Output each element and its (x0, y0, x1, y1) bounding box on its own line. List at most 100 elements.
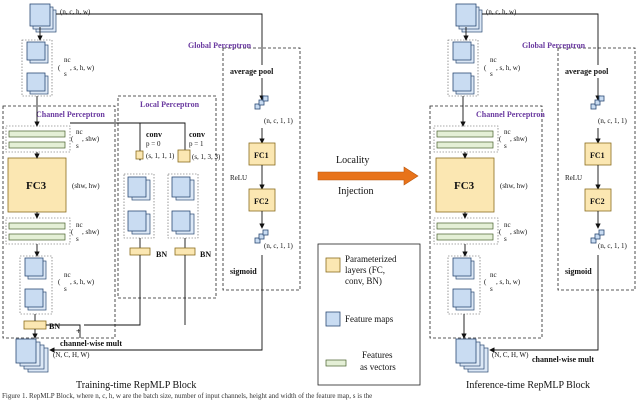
local-perceptron-title: Local Perceptron (140, 100, 200, 109)
training-block: (n, c, h, w) nc s ( , s, h, w) Channel P… (2, 3, 301, 391)
channel-perceptron-box-right (429, 105, 543, 339)
ch-shape1-rest: , shw) (82, 135, 100, 143)
conv-a-kernel-shape: (s, 1, 1, 1) (146, 152, 175, 160)
figure-caption: Figure 1. RepMLP Block, where n, c, h, w… (2, 392, 372, 400)
arrow-line1: Locality (336, 155, 369, 166)
conv-b-padding: p = 1 (189, 140, 204, 148)
reshape1-den-right: s (490, 70, 493, 78)
reshape2-stacks-right (447, 255, 481, 315)
legend-param-1: Parameterized (345, 254, 397, 264)
sigmoid-label-left: sigmoid (230, 267, 257, 276)
reshape1-open-right: ( (484, 64, 487, 72)
ch-shape1-den-right: s (504, 142, 507, 150)
conv-a-label: conv (146, 130, 162, 139)
vectors-bottom-right (433, 217, 499, 245)
fc3-label-right: FC3 (454, 180, 475, 192)
reshape2-open-right: ( (484, 278, 487, 286)
reshape2-stacks (19, 255, 53, 315)
reshape1-rest-right: , s, h, w) (496, 64, 521, 72)
fc3-label: FC3 (26, 180, 47, 192)
training-caption: Training-time RepMLP Block (76, 380, 196, 391)
bn-b-block (174, 247, 196, 256)
input-shape-label-right: (n, c, h, w) (486, 8, 517, 16)
input-feature-stack-right (455, 3, 483, 33)
channel-perceptron-title: Channel Perceptron (36, 110, 105, 119)
conv-b-kernel-shape: (s, 1, 3, 3) (192, 153, 221, 161)
input-feature-stack (29, 3, 57, 33)
ch-shape1-den: s (76, 142, 79, 150)
input-shape-label: (n, c, h, w) (60, 8, 91, 16)
arrow-line2: Injection (338, 186, 374, 197)
fc3-shape-right: (shw, hw) (500, 182, 528, 190)
ch-shape1-num-right: nc (504, 128, 511, 136)
ch-shape2-rest: , shw) (82, 228, 100, 236)
gp-shape2-left: (n, c, 1, 1) (264, 242, 293, 250)
ch-shape2-den: s (76, 235, 79, 243)
bn-label: BN (49, 322, 60, 331)
avgpool-label-right: average pool (565, 67, 609, 76)
fc2-label-left: FC2 (254, 197, 269, 206)
inference-caption: Inference-time RepMLP Block (466, 380, 590, 391)
legend-param-swatch (325, 257, 341, 273)
weight-vector-right (590, 229, 605, 244)
reshape2-num-right: nc (490, 271, 497, 279)
avgpool-label-left: average pool (230, 67, 274, 76)
legend-feature-map-swatch (325, 311, 341, 327)
legend-features-1: Features (362, 350, 393, 360)
sigmoid-label-right: sigmoid (565, 267, 592, 276)
reshape1-num-right: nc (490, 56, 497, 64)
relu-label-left: ReLU (230, 174, 247, 182)
mult-label-right: channel-wise mult (532, 355, 594, 364)
legend-param-2: layers (FC, (345, 265, 385, 275)
legend-vector-swatch (325, 359, 347, 367)
plus-sign: + (76, 327, 81, 336)
channel-perceptron-box (2, 105, 116, 339)
conv-a-output-stacks (123, 173, 155, 239)
output-shape-label-right: (N, C, H, W) (492, 351, 529, 359)
reshape1-label-den: s (64, 70, 67, 78)
fc2-label-right: FC2 (590, 197, 605, 206)
global-perceptron-title-left: Global Perceptron (188, 41, 252, 50)
weight-vector-left (254, 229, 269, 244)
ch-shape2-num: nc (76, 221, 83, 229)
fc3-shape: (shw, hw) (72, 182, 100, 190)
reshape2-den-right: s (490, 285, 493, 293)
reshape2-rest: , s, h, w) (70, 278, 95, 286)
reshape1-stacks (21, 39, 53, 97)
bn-b-label: BN (200, 250, 211, 259)
ch-shape2-open-right: ( (499, 228, 502, 236)
gp-shape2-right: (n, c, 1, 1) (598, 242, 627, 250)
legend-param-3: conv, BN) (345, 276, 382, 286)
legend-features-2: as vectors (360, 362, 396, 372)
locality-injection-arrow: Locality Injection (317, 155, 419, 197)
gp-shape1-right: (n, c, 1, 1) (598, 117, 627, 125)
legend: Parameterized layers (FC, conv, BN) Feat… (317, 243, 421, 386)
bn-block (23, 320, 47, 330)
reshape2-rest-right: , s, h, w) (496, 278, 521, 286)
fc1-label-right: FC1 (590, 151, 605, 160)
vectors-bottom (5, 217, 71, 245)
gp-shape1-left: (n, c, 1, 1) (264, 117, 293, 125)
fc3-block-right (435, 157, 495, 213)
relu-label-right: ReLU (565, 174, 582, 182)
ch-shape1-rest-right: , shw) (510, 135, 528, 143)
ch-shape1-open: ( (71, 135, 74, 143)
output-feature-stack (15, 338, 49, 373)
vectors-top-right (433, 125, 499, 153)
reshape2-open: ( (58, 278, 61, 286)
bn-a-block (129, 247, 151, 256)
global-perceptron-title-right: Global Perceptron (522, 41, 586, 50)
reshape1-stacks-right (447, 39, 479, 97)
mult-label-left: channel-wise mult (60, 339, 122, 348)
conv-b-output-stacks (167, 173, 199, 239)
ch-shape2-open: ( (71, 228, 74, 236)
ch-shape1-num: nc (76, 128, 83, 136)
bn-a-label: BN (156, 250, 167, 259)
conv-b-kernel (177, 149, 191, 163)
conv-b-label: conv (189, 130, 205, 139)
output-feature-stack-right (455, 338, 489, 373)
reshape1-label-num: nc (64, 56, 71, 64)
global-perceptron-box-left (222, 47, 301, 291)
fc3-block (7, 157, 67, 213)
